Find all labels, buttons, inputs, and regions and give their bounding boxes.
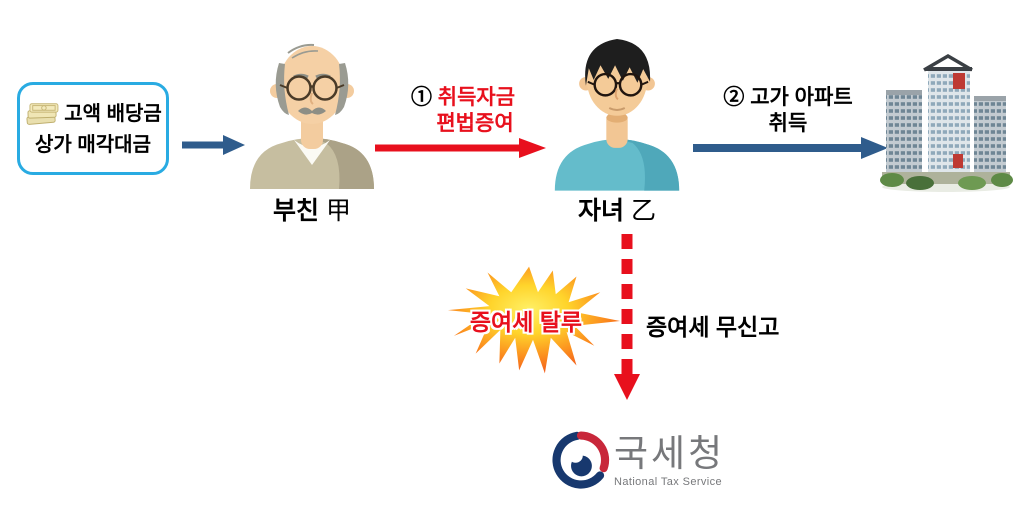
- funds-line-1: 고액 배당금: [20, 100, 166, 128]
- son-avatar: [554, 39, 680, 191]
- evasion-burst-label: 증여세 탈루: [469, 309, 583, 335]
- step1-label: ① 취득자금 편법증여: [376, 85, 550, 137]
- funds-line-2: 상가 매각대금: [20, 133, 166, 157]
- step2-label: ② 고가 아파트 취득: [688, 85, 888, 137]
- arrow-no-filing-down: [614, 234, 640, 400]
- no-filing-label: 증여세 무신고: [646, 314, 780, 340]
- arrow-funds-to-father: [182, 135, 245, 155]
- funds-source-box: 고액 배당금 상가 매각대금: [17, 82, 169, 175]
- father-hanja: 甲: [326, 197, 352, 225]
- son-name: 자녀: [577, 197, 624, 225]
- funds-text-2: 상가 매각대금: [35, 134, 151, 156]
- son-hanja: 乙: [631, 197, 657, 225]
- step2-text-1: 고가 아파트: [750, 86, 853, 109]
- father-avatar: [250, 43, 374, 189]
- step2-text-2: 취득: [768, 112, 808, 135]
- step1-text-1: 취득자금: [437, 86, 516, 109]
- nts-name-ko: 국세청: [614, 433, 726, 474]
- burst-shape: [447, 266, 621, 374]
- apartment-building-illustration: [880, 53, 1013, 192]
- evasion-burst: 증여세 탈루: [444, 264, 622, 376]
- funds-text-1: 고액 배당금: [64, 103, 162, 125]
- arrow-illicit-gift: [375, 138, 546, 158]
- nts-emblem: [552, 431, 610, 489]
- nts-text-block: 국세청 National Tax Service: [614, 433, 725, 488]
- father-name: 부친: [272, 197, 319, 225]
- arrow-apartment-purchase: [693, 137, 888, 159]
- nts-name-en: National Tax Service: [614, 476, 723, 488]
- step2-number: ②: [723, 86, 745, 109]
- step1-text-2: 편법증여: [436, 112, 514, 135]
- nts-logo: 국세청 National Tax Service: [552, 431, 725, 489]
- money-stack-icon: [26, 103, 59, 125]
- step1-number: ①: [410, 86, 432, 109]
